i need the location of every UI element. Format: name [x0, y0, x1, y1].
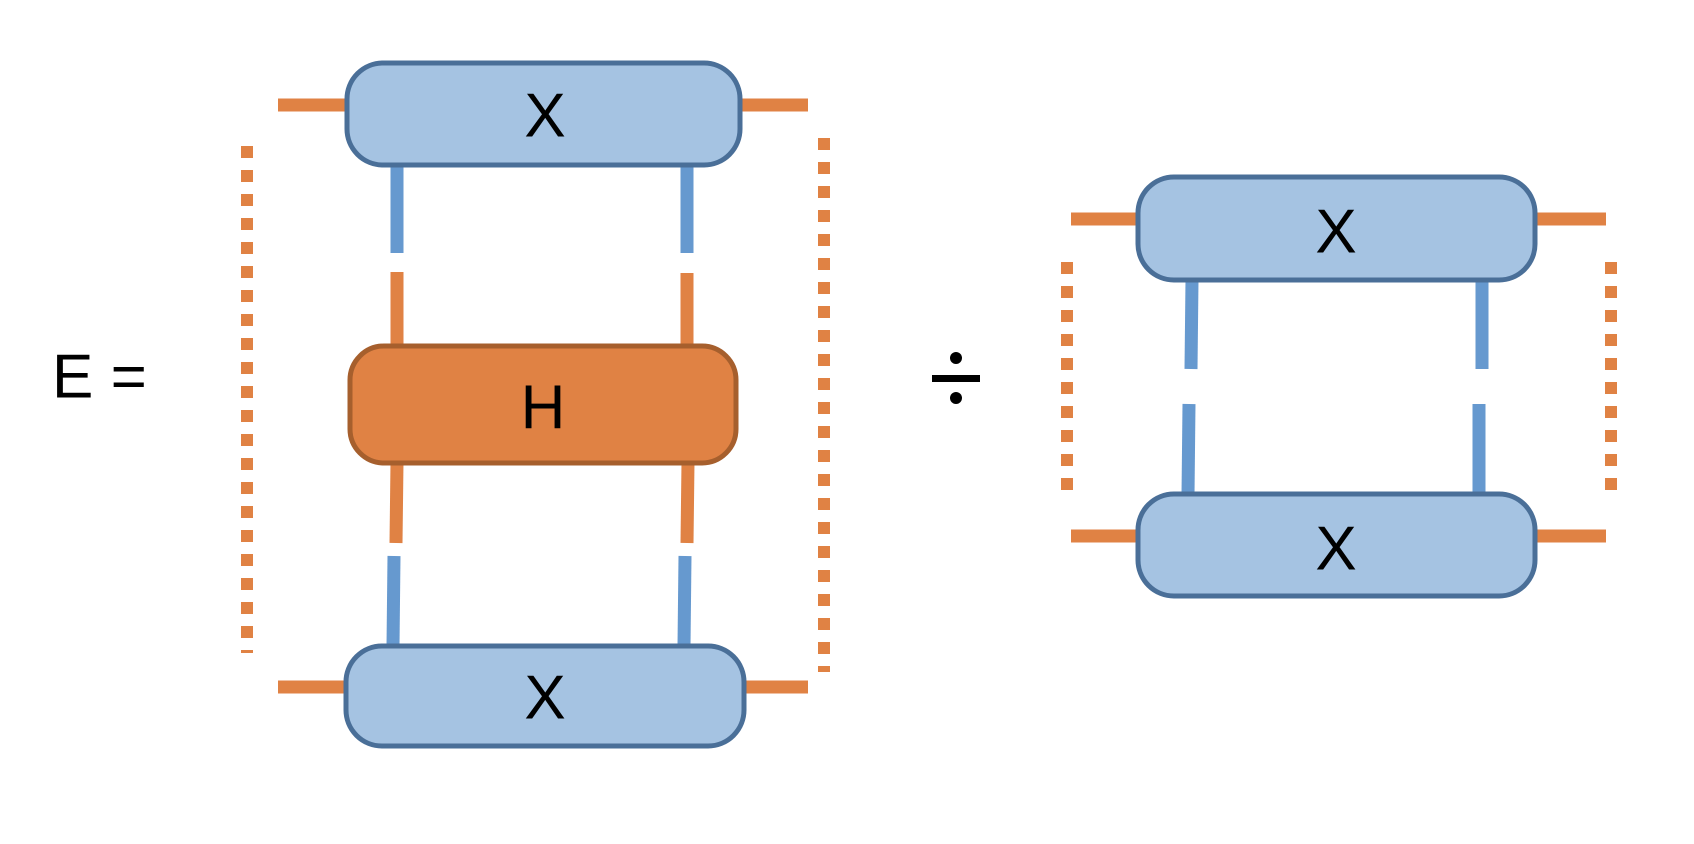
denominator-bottom-x-label: X [1315, 515, 1356, 584]
numerator-bottom-x-label: X [524, 664, 565, 733]
h-bottom-right-leg [680, 461, 695, 544]
denominator-top-x-tensor: X [1135, 174, 1538, 283]
h-bottom-left-leg [389, 461, 404, 544]
energy-equals-label: E = [52, 343, 147, 412]
numerator-h-label: H [521, 374, 566, 443]
divide-bar [932, 375, 980, 382]
numerator-top-x-tensor: X [344, 60, 743, 168]
denominator-network: X X [1061, 174, 1617, 599]
divide-top-dot [950, 352, 962, 364]
denom-top-x-left-leg [1184, 279, 1199, 370]
numerator-network: X H X [241, 60, 830, 749]
divide-bottom-dot [950, 392, 962, 404]
numerator-top-x-label: X [524, 82, 565, 151]
denominator-bottom-x-tensor: X [1135, 491, 1538, 599]
denom-bottom-x-left-leg [1181, 403, 1196, 496]
numerator-bottom-x-tensor: X [343, 643, 747, 749]
divide-symbol [932, 352, 980, 404]
numerator-h-tensor: H [347, 343, 739, 466]
bottom-x-right-leg [677, 555, 692, 647]
denominator-top-x-label: X [1315, 198, 1356, 267]
bottom-x-left-leg [386, 555, 401, 647]
